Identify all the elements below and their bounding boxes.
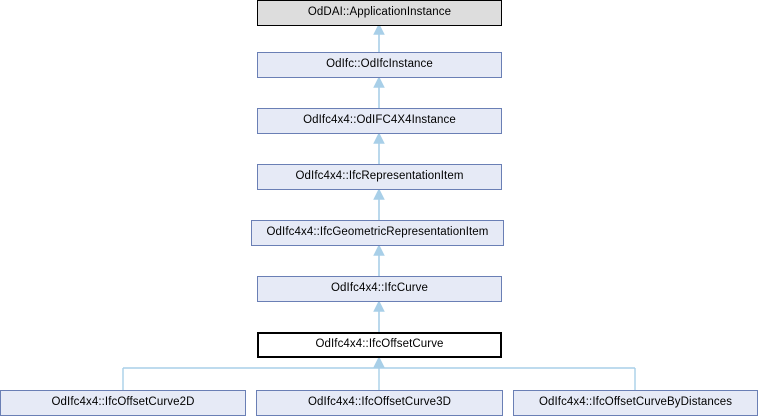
edge-arrow-ifc-offset-curve [373,356,385,368]
class-node-label: OdIfc4x4::IfcCurve [330,282,429,295]
class-node-application-instance[interactable]: OdDAI::ApplicationInstance [257,0,502,26]
edge-arrow-ifc-representation-item [373,188,385,200]
class-node-ifc-offset-curve-2d[interactable]: OdIfc4x4::IfcOffsetCurve2D [0,390,246,416]
class-node-label: OdIfc4x4::IfcGeometricRepresentationItem [266,226,489,239]
edge-arrow-ifc-geometric-representation-item [373,244,385,256]
class-node-label: OdIfc4x4::IfcOffsetCurve2D [51,396,195,409]
class-node-ifc-geometric-representation-item[interactable]: OdIfc4x4::IfcGeometricRepresentationItem [251,220,504,246]
edge-arrow-ifc-curve [373,300,385,312]
class-node-ifc-representation-item[interactable]: OdIfc4x4::IfcRepresentationItem [257,164,502,190]
class-node-odifc-instance[interactable]: OdIfc::OdIfcInstance [257,52,502,78]
class-node-label: OdIfc4x4::IfcOffsetCurveByDistances [538,396,733,409]
class-node-label: OdIfc4x4::IfcRepresentationItem [295,170,464,183]
class-node-ifc-offset-curve[interactable]: OdIfc4x4::IfcOffsetCurve [257,332,502,358]
class-node-ifc-curve[interactable]: OdIfc4x4::IfcCurve [257,276,502,302]
edge-arrow-odifc-instance [373,76,385,88]
class-node-label: OdIfc4x4::IfcOffsetCurve3D [308,396,451,409]
class-node-odifc4x4-instance[interactable]: OdIfc4x4::OdIFC4X4Instance [257,108,502,134]
edge-arrow-application-instance [373,23,385,35]
edge-arrow-odifc4x4-instance [373,132,385,144]
class-node-label: OdIfc4x4::IfcOffsetCurve [315,338,444,351]
class-node-label: OdIfc4x4::OdIFC4X4Instance [303,114,456,127]
class-node-label: OdIfc::OdIfcInstance [326,58,433,71]
class-node-ifc-offset-curve-by-distances[interactable]: OdIfc4x4::IfcOffsetCurveByDistances [513,390,758,416]
class-node-ifc-offset-curve-3d[interactable]: OdIfc4x4::IfcOffsetCurve3D [256,390,503,416]
class-node-label: OdDAI::ApplicationInstance [307,6,452,19]
